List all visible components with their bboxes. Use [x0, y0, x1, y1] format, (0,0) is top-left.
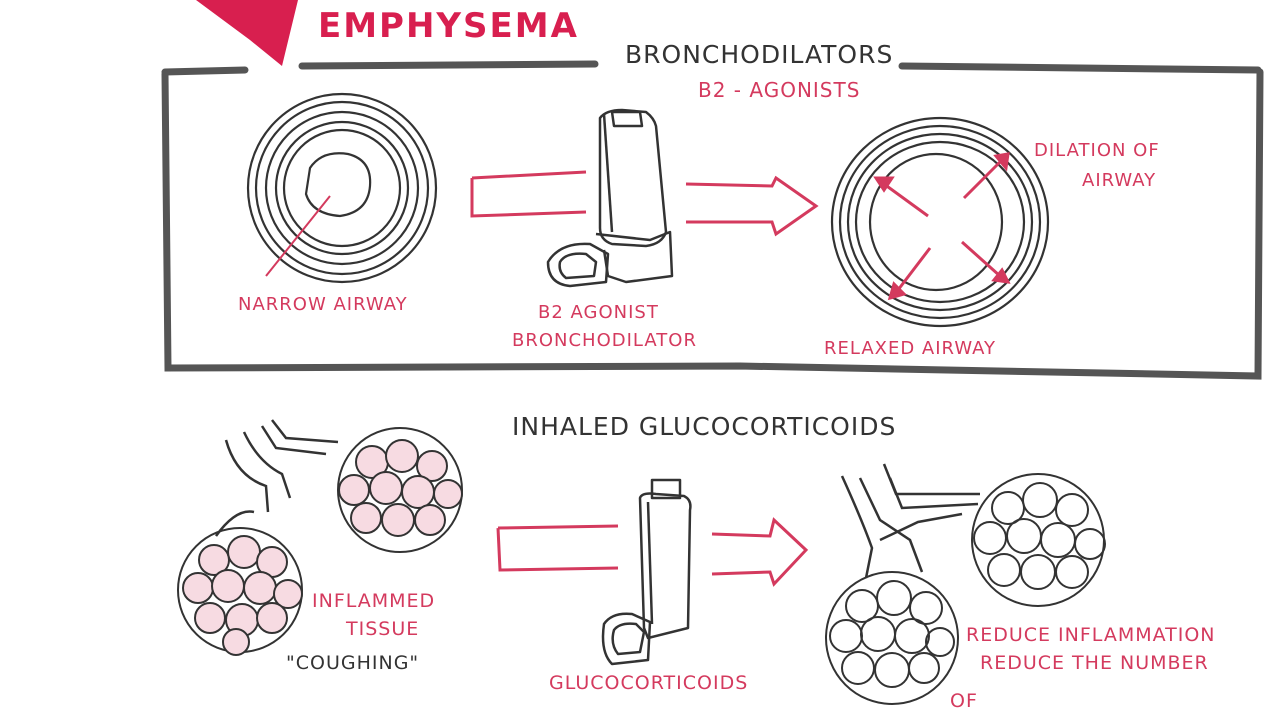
healthy-bronchi — [840, 463, 980, 579]
reduce-number-label: REDUCE THE NUMBER — [980, 652, 1209, 674]
narrow-airway-label: NARROW AIRWAY — [238, 294, 408, 315]
page-title: EMPHYSEMA — [318, 6, 579, 46]
arrow-to-healthy — [711, 517, 809, 587]
relaxed-airway-label: RELAXED AIRWAY — [824, 338, 997, 359]
glucocorticoids-title: INHALED GLUCOCORTICOIDS — [512, 412, 897, 441]
arrow-to-inhaler-2 — [496, 524, 619, 572]
narrow-pointer-line — [265, 195, 331, 277]
inflamed-alveoli-cluster-bottom — [177, 527, 303, 656]
dilation-label-line1: DILATION OF — [1034, 140, 1160, 161]
dilation-arrows — [873, 152, 1011, 301]
bronchodilators-title: BRONCHODILATORS — [625, 40, 894, 69]
inflamed-alveoli-cluster-top — [337, 427, 463, 553]
healthy-alveoli-cluster-left — [825, 571, 959, 705]
relaxed-airway-rings — [830, 116, 1050, 328]
inflamed-label-line2: TISSUE — [346, 618, 420, 640]
b2-agonist-label: B2 AGONIST — [538, 302, 659, 323]
reduce-of-label: OF — [950, 690, 978, 712]
healthy-alveoli-cluster-right — [971, 473, 1106, 607]
glucocorticoids-inhaler-label: GLUCOCORTICOIDS — [549, 672, 749, 694]
dilation-label-line2: AIRWAY — [1082, 170, 1157, 191]
reduce-inflammation-label: REDUCE INFLAMMATION — [966, 624, 1216, 646]
bronchodilator-label: BRONCHODILATOR — [512, 330, 697, 351]
coughing-label: "COUGHING" — [286, 652, 420, 674]
inflamed-bronchi — [214, 419, 339, 537]
section-frame — [161, 60, 1264, 380]
arrow-to-relaxed-1 — [685, 175, 819, 237]
inflamed-label-line1: INFLAMMED — [312, 590, 436, 612]
corner-marker — [196, 0, 298, 66]
bronchodilator-inhaler — [546, 108, 674, 288]
arrow-to-inhaler-1 — [470, 170, 587, 218]
glucocorticoid-inhaler — [601, 478, 692, 666]
bronchodilators-subtitle: B2 - AGONISTS — [698, 78, 861, 102]
narrow-airway-rings — [246, 92, 438, 284]
